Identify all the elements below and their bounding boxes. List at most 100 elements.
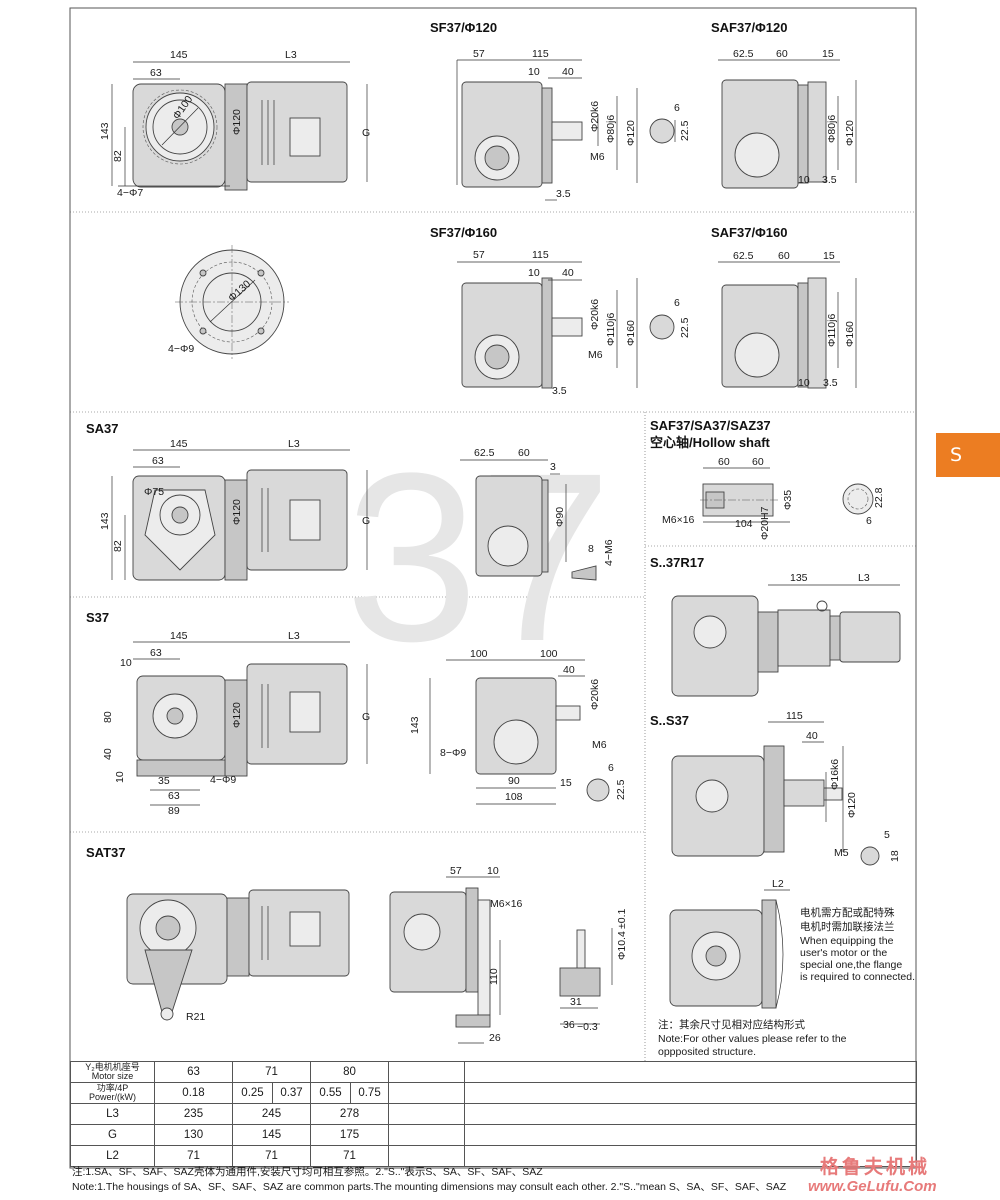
section-tab-s: S [936, 433, 1000, 477]
dim-143-a: 143 [99, 122, 111, 140]
dim-40-c: 40 [102, 748, 114, 760]
dim-phi120-b: Φ120 [625, 120, 637, 146]
dim-62_5-b: 62.5 [733, 250, 754, 262]
row-label-G: G [70, 1124, 155, 1146]
dim-135: 135 [790, 572, 808, 584]
dim-22_5-b: 22.5 [679, 317, 691, 338]
note-other-en1: Note:For other values please refer to th… [658, 1033, 847, 1045]
dim-phi160-a: Φ160 [625, 320, 637, 346]
title-sa37: SA37 [86, 421, 119, 436]
dim-15-c: 15 [560, 777, 572, 789]
dim-phi160-b: Φ160 [844, 321, 856, 347]
dim-62_5-a: 62.5 [733, 48, 754, 60]
dim-80-a: 80 [102, 711, 114, 723]
dim-phi10_4: Φ10.4 [616, 931, 628, 960]
footnote-en: Note:1.The housings of SA、SF、SAF、SAZ are… [72, 1181, 787, 1193]
dim-3_5-c: 3.5 [552, 385, 567, 397]
dim-G-b: G [362, 515, 370, 527]
dim-22_5-c: 22.5 [615, 779, 627, 800]
empty-cell [388, 1082, 466, 1104]
dim-4-m6: 4−M6 [603, 539, 615, 566]
dim-phi16k6: Φ16k6 [829, 759, 841, 790]
empty-cell [464, 1124, 918, 1146]
dim-18: 18 [889, 850, 901, 862]
dim-6-d: 6 [608, 762, 614, 774]
size-80: 80 [310, 1061, 390, 1083]
dim-tol-phi10_4: ±0.1 [616, 908, 628, 929]
title-hollow-2: 空心轴/Hollow shaft [650, 435, 771, 450]
dim-phi120-d: Φ120 [231, 499, 243, 525]
dim-90: 90 [508, 775, 520, 787]
brand-watermark-cn: 格鲁夫机械 [820, 1156, 931, 1178]
dim-63-b: 63 [152, 455, 164, 467]
dim-M6-a: M6 [590, 151, 605, 163]
value-cell: 71 [154, 1145, 233, 1167]
dim-31: 31 [570, 996, 582, 1008]
row-label-L3: L3 [70, 1103, 155, 1125]
value-cell: 245 [231, 1103, 312, 1125]
dim-63-d: 63 [168, 790, 180, 802]
dim-L2: L2 [772, 878, 784, 890]
note-flange-cn2: 电机时需加联接法兰 [800, 920, 895, 933]
note-other: 注：其余尺寸见相对应结构形式 Note:For other values ple… [658, 1018, 847, 1058]
s37-view [133, 641, 368, 806]
dim-10-a: 10 [528, 66, 540, 78]
dim-10-c: 10 [528, 267, 540, 279]
dim-40-e: 40 [806, 730, 818, 742]
dim-phi110j6-b: Φ110j6 [826, 314, 838, 347]
dim-G-a: G [362, 127, 370, 139]
dim-10-d: 10 [798, 377, 810, 389]
dim-115-a: 115 [532, 48, 549, 60]
value-cell: 145 [231, 1124, 312, 1146]
dim-104: 104 [735, 518, 753, 530]
dim-phi90: Φ90 [554, 507, 566, 527]
footnote-cn: 注:1.SA、SF、SAF、SAZ壳体为通用件,安装尺寸均可相互参照。2."S.… [72, 1166, 543, 1178]
note-flange-en1: When equipping the [800, 935, 894, 947]
dim-145-c: 145 [170, 630, 188, 642]
dim-M5: M5 [834, 847, 849, 859]
dim-m6x16-a: M6×16 [662, 514, 695, 526]
dim-6-a: 6 [674, 102, 680, 114]
dim-143-c: 143 [409, 716, 421, 734]
dim-15-b: 15 [823, 250, 835, 262]
sat37-view [126, 889, 350, 1021]
dim-phi80j6-a: Φ80j6 [605, 115, 617, 143]
note-flange: 电机需方配或配特殊 电机时需加联接法兰 When equipping the u… [800, 906, 915, 983]
dim-63-a: 63 [150, 67, 162, 79]
dim-phi20h7: Φ20H7 [759, 506, 771, 540]
dim-115-c: 115 [786, 710, 803, 722]
empty-cell [388, 1061, 466, 1083]
frame [69, 7, 917, 1169]
dim-3_5-b: 3.5 [822, 174, 837, 186]
dim-L3-d: L3 [858, 572, 870, 584]
dim-63-c: 63 [150, 647, 162, 659]
dim-15-a: 15 [822, 48, 834, 60]
dim-phi20k6-b: Φ20k6 [589, 299, 601, 330]
dim-60-e: 60 [752, 456, 764, 468]
dim-m6x16-b: M6×16 [490, 898, 523, 910]
dim-100-a: 100 [470, 648, 488, 660]
dim-60-d: 60 [718, 456, 730, 468]
dim-110: 110 [488, 968, 500, 985]
power-cell: 0.18 [154, 1082, 233, 1104]
dim-4phi7: 4−Φ7 [117, 187, 143, 199]
empty-cell [388, 1103, 466, 1125]
dim-62_5-c: 62.5 [474, 447, 495, 459]
s-s37-view [671, 721, 880, 866]
sf37-160-view [457, 261, 675, 389]
dim-phi120-f: Φ120 [846, 792, 858, 818]
dim-L3-c: L3 [288, 630, 300, 642]
dim-phi20k6-a: Φ20k6 [589, 101, 601, 132]
empty-cell [464, 1145, 918, 1167]
dim-3_5-d: 3.5 [823, 377, 838, 389]
dim-60-c: 60 [518, 447, 530, 459]
title-sf37-160: SF37/Φ160 [430, 225, 497, 240]
dim-phi120-e: Φ120 [231, 702, 243, 728]
value-cell: 278 [310, 1103, 390, 1125]
sf37-120-view [456, 59, 676, 201]
dim-35: 35 [158, 775, 170, 787]
dim-57-c: 57 [450, 865, 462, 877]
title-sat37: SAT37 [86, 845, 126, 860]
title-s-s37: S..S37 [650, 713, 689, 728]
